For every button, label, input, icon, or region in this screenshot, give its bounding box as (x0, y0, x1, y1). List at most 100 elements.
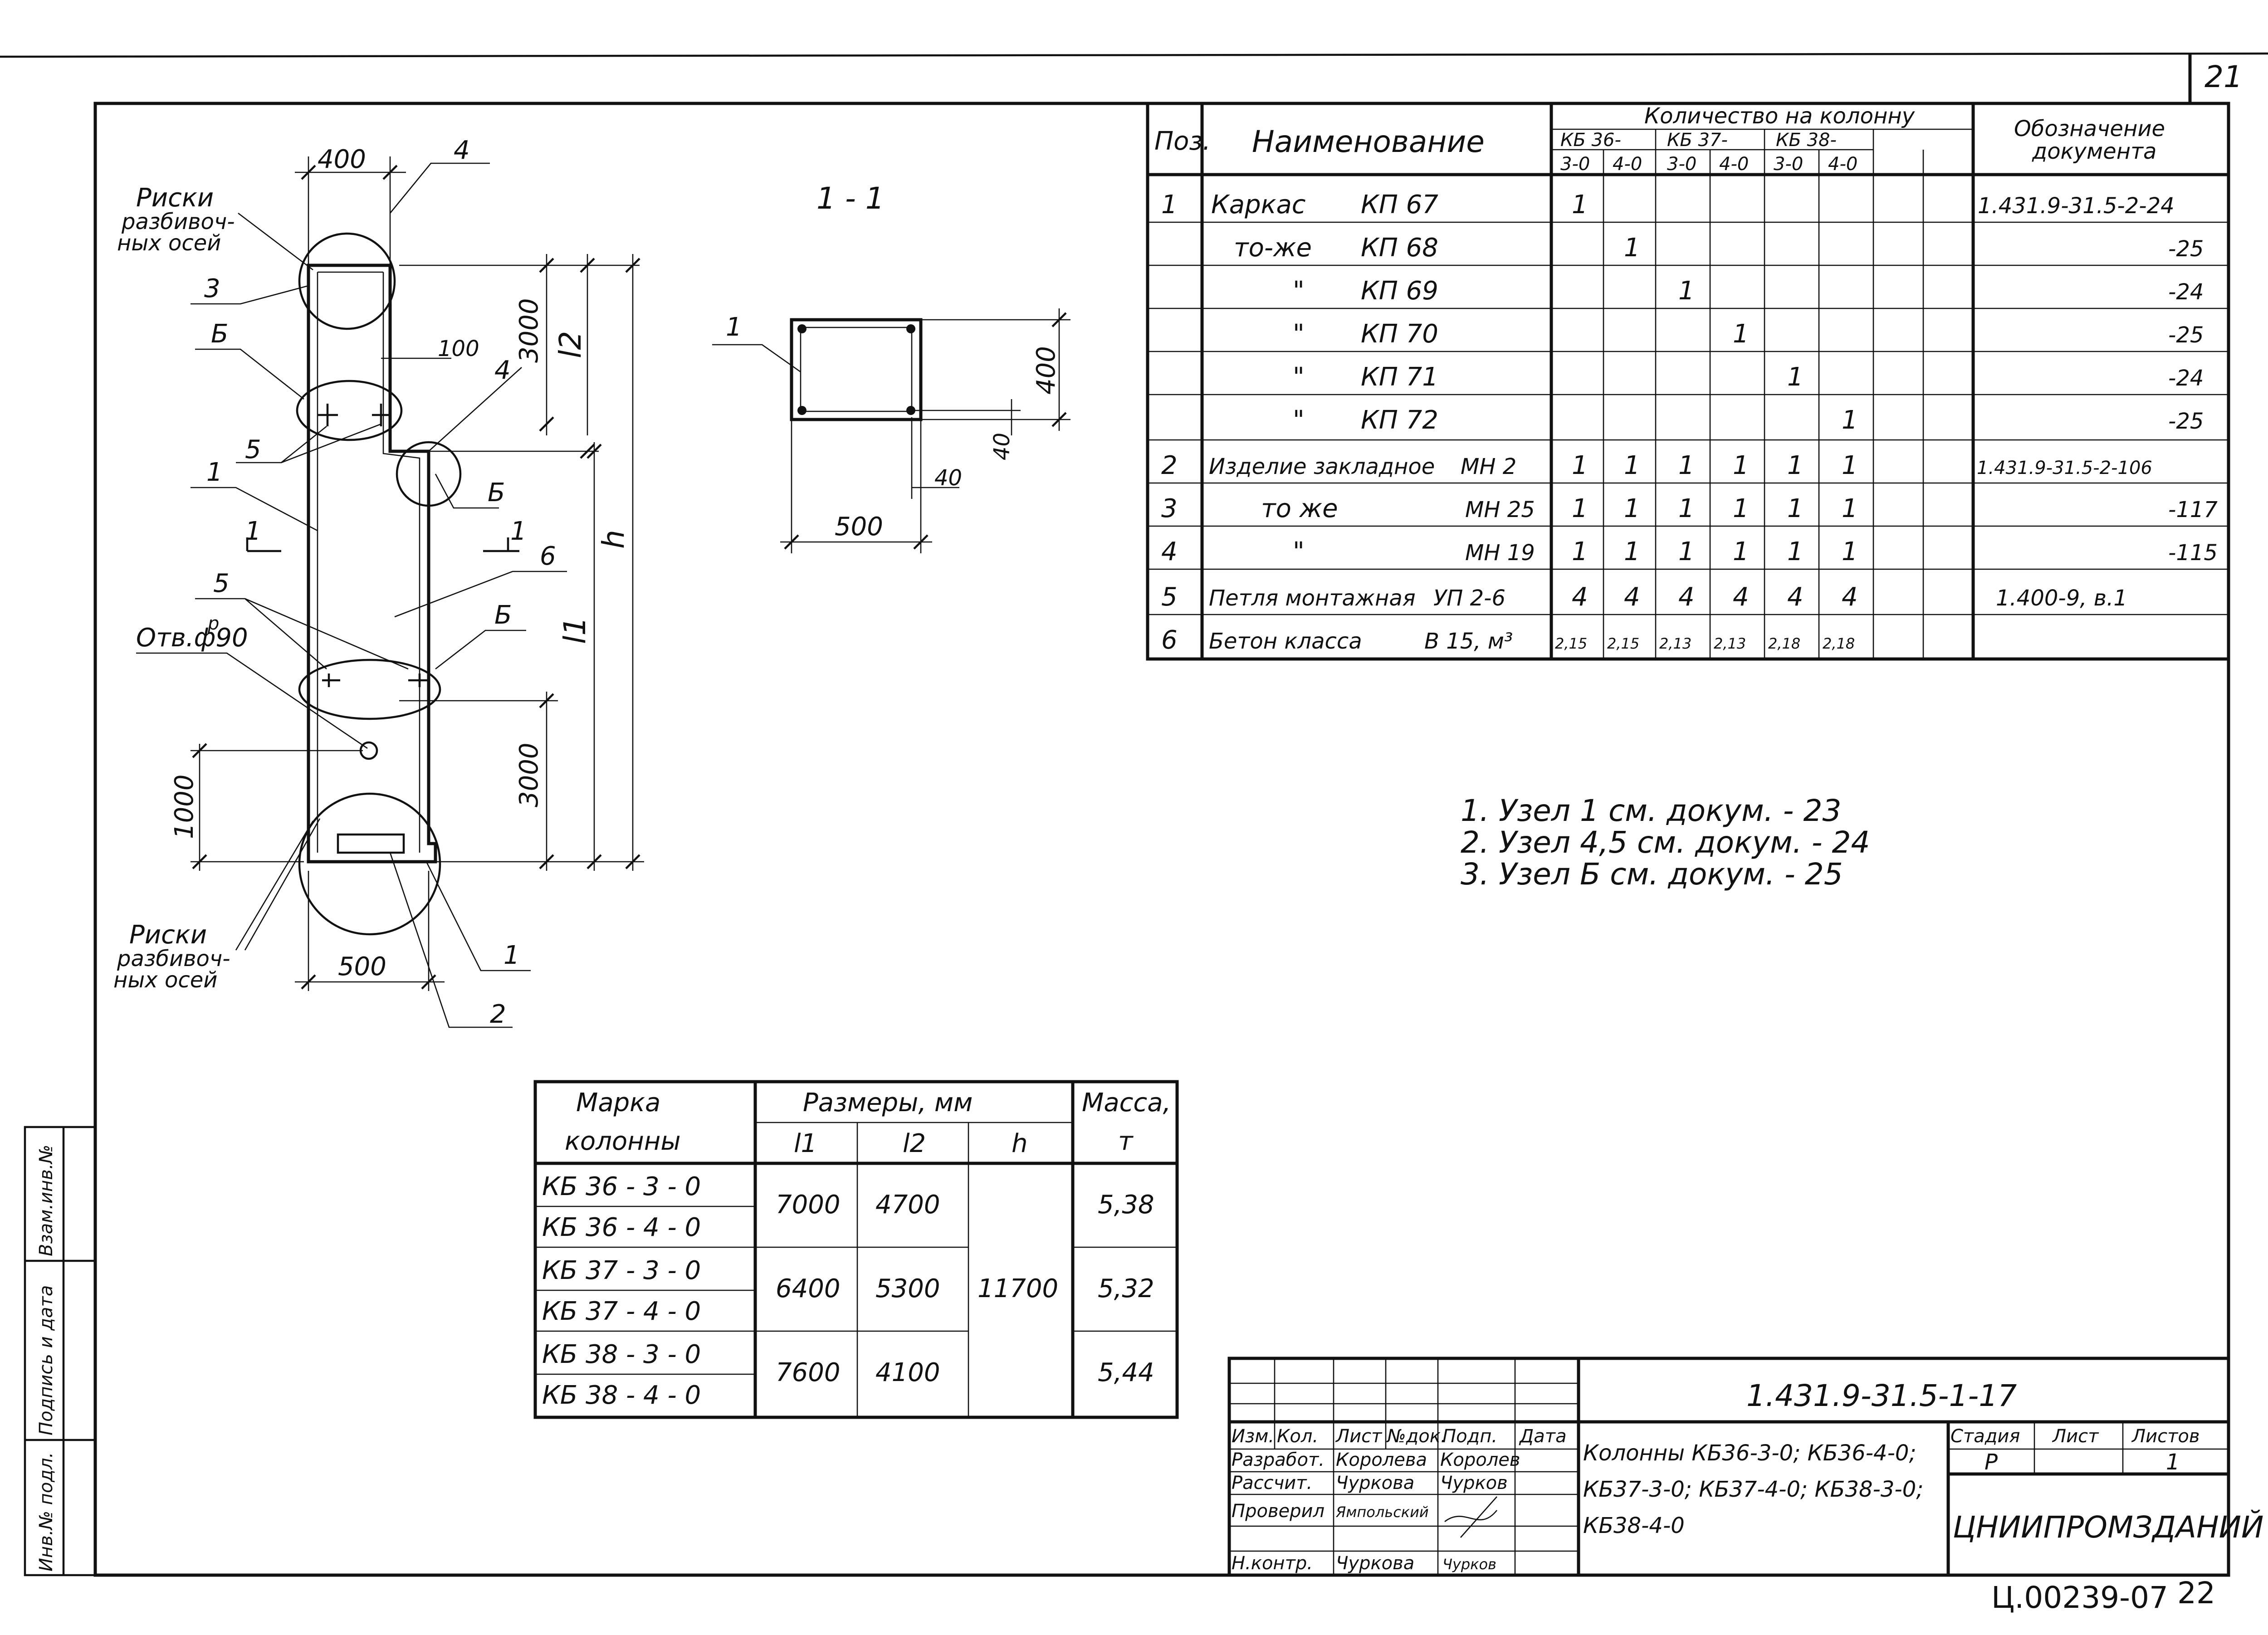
sizes-row-mark: КБ 37 - 4 - 0 (542, 1297, 701, 1326)
spec-row: " КП 72 1 -25 (1293, 405, 2204, 435)
sizes-hdr-mass-2: т (1118, 1127, 1134, 1156)
spec-row: 3 то же МН 25 1 1 1 1 1 1 -117 (1161, 494, 2218, 523)
leader-b-step (435, 473, 499, 509)
spec-row: " КП 70 1 -25 (1293, 319, 2204, 349)
top-trim-line (0, 52, 2268, 58)
rebar-dot (906, 406, 915, 415)
sheet-frame (93, 102, 2230, 1577)
sizes-hdr-mark-2: колонны (565, 1127, 681, 1156)
row-qty: 1 (1787, 451, 1804, 480)
row-name: Каркас (1211, 190, 1306, 220)
row-mark: В 15, м³ (1424, 629, 1513, 654)
sizes-hdr-sizes: Размеры, мм (803, 1088, 973, 1118)
row-qty: 1 (1572, 537, 1588, 566)
rebar-dot (797, 324, 807, 333)
sizes-hdr-l1: l1 (794, 1129, 817, 1158)
leader-4-step (428, 367, 522, 452)
row-name: Изделие закладное (1209, 454, 1435, 479)
tb-hdr: Подп. (1442, 1426, 1497, 1447)
row-qty: 2,13 (1714, 635, 1746, 652)
tb-doc-number: 1.431.9-31.5-1-17 (1746, 1378, 2017, 1413)
row-doc: -25 (2168, 236, 2204, 262)
section-outline (790, 318, 923, 421)
sizes-l1: 7000 (776, 1190, 841, 1220)
hdr-group-37: КБ 37- (1667, 130, 1728, 151)
pos-b-top: Б (211, 319, 228, 349)
row-qty: 1 (1678, 537, 1695, 566)
row-qty: 4 (1733, 582, 1749, 612)
row-name: " (1293, 276, 1305, 306)
row-qty: 4 (1787, 582, 1804, 612)
sizes-row-mark: КБ 38 - 3 - 0 (542, 1340, 701, 1369)
pos-1: 1 (206, 458, 223, 487)
tb-role: Разработ. (1232, 1450, 1325, 1470)
row-qty: 4 (1678, 582, 1695, 612)
tb-role: Рассчит. (1232, 1473, 1312, 1493)
side-stamp-signature: Подпись и дата (36, 1285, 57, 1435)
row-name: " (1293, 405, 1305, 435)
sizes-l2: 4100 (875, 1358, 940, 1387)
cut-mark-right: 1 (510, 517, 527, 546)
row-qty: 1 (1624, 233, 1640, 263)
node-circle-4 (298, 232, 396, 330)
section-reinforcement (800, 327, 913, 412)
pos-1-bottom: 1 (503, 941, 520, 970)
pos-3: 3 (204, 274, 220, 303)
hdr-qty: Количество на колонну (1644, 103, 1915, 129)
sizes-l1: 6400 (776, 1274, 841, 1303)
row-mark: КП 68 (1361, 233, 1438, 263)
spec-row-lines (1148, 221, 2229, 615)
rebar-dot (797, 406, 807, 415)
side-stamp-frame (24, 1126, 97, 1576)
row-name: " (1293, 319, 1305, 349)
hdr-group-38: КБ 38- (1776, 130, 1837, 151)
row-qty: 2,15 (1607, 635, 1639, 652)
leader-1-bottom (425, 861, 531, 971)
spec-row: то-же КП 68 1 -25 (1234, 233, 2204, 263)
leader-1 (191, 487, 318, 532)
hdr-sub: 4-0 (1613, 154, 1642, 175)
row-qty: 1 (1733, 319, 1749, 349)
pos-5-bottom: 5 (213, 569, 230, 598)
row-mark: КП 69 (1361, 276, 1438, 306)
row-doc: -25 (2168, 409, 2204, 434)
row-name: Бетон класса (1209, 629, 1362, 654)
dim-ticks (784, 534, 929, 550)
spec-row: " КП 71 1 -24 (1293, 362, 2204, 392)
sizes-l2: 5300 (875, 1274, 940, 1303)
sec-dim-40a: 40 (989, 433, 1015, 460)
row-name: " (1293, 362, 1305, 392)
note-3: 3. Узел Б см. докум. - 25 (1461, 857, 1843, 892)
dim-l1: l1 (557, 617, 592, 644)
row-mark: МН 25 (1465, 497, 1535, 522)
dim-3000-bottom: 3000 (514, 742, 544, 807)
tb-sign: Королев (1440, 1450, 1520, 1470)
row-qty: 1 (1624, 451, 1640, 480)
row-qty: 1 (1572, 451, 1588, 480)
row-qty: 1 (1624, 537, 1640, 566)
hole-label: Отв.ф90 (136, 623, 248, 653)
tb-hdr: №док. (1386, 1426, 1447, 1447)
row-doc: 1.400-9, в.1 (1996, 586, 2127, 611)
tb-person: Ямпольский (1335, 1503, 1429, 1521)
tb-stage: Р (1984, 1450, 1998, 1475)
sizes-row-mark: КБ 36 - 4 - 0 (542, 1213, 701, 1242)
leader-6 (394, 571, 567, 618)
row-qty: 1 (1842, 537, 1858, 566)
dim-l2: l2 (553, 331, 588, 358)
node-ellipse-b-top (296, 380, 403, 441)
hdr-sub: 3-0 (1774, 154, 1803, 175)
side-stamp: Инв.№ подл. Подпись и дата Взам.инв.№ (24, 1126, 97, 1576)
leader-b-bottom (435, 630, 526, 670)
pos-6: 6 (540, 542, 556, 571)
row-mark: КП 71 (1361, 362, 1438, 392)
cut-marks (246, 537, 519, 552)
riski-bottom-3: ных осей (113, 967, 217, 993)
dim-step: 100 (438, 336, 479, 361)
row-mark: КП 70 (1361, 319, 1438, 349)
row-mark: УП 2-6 (1433, 586, 1505, 611)
tb-sign: Чурков (1440, 1473, 1508, 1493)
pos-4-top: 4 (454, 136, 470, 165)
leader-b-top (195, 348, 304, 400)
